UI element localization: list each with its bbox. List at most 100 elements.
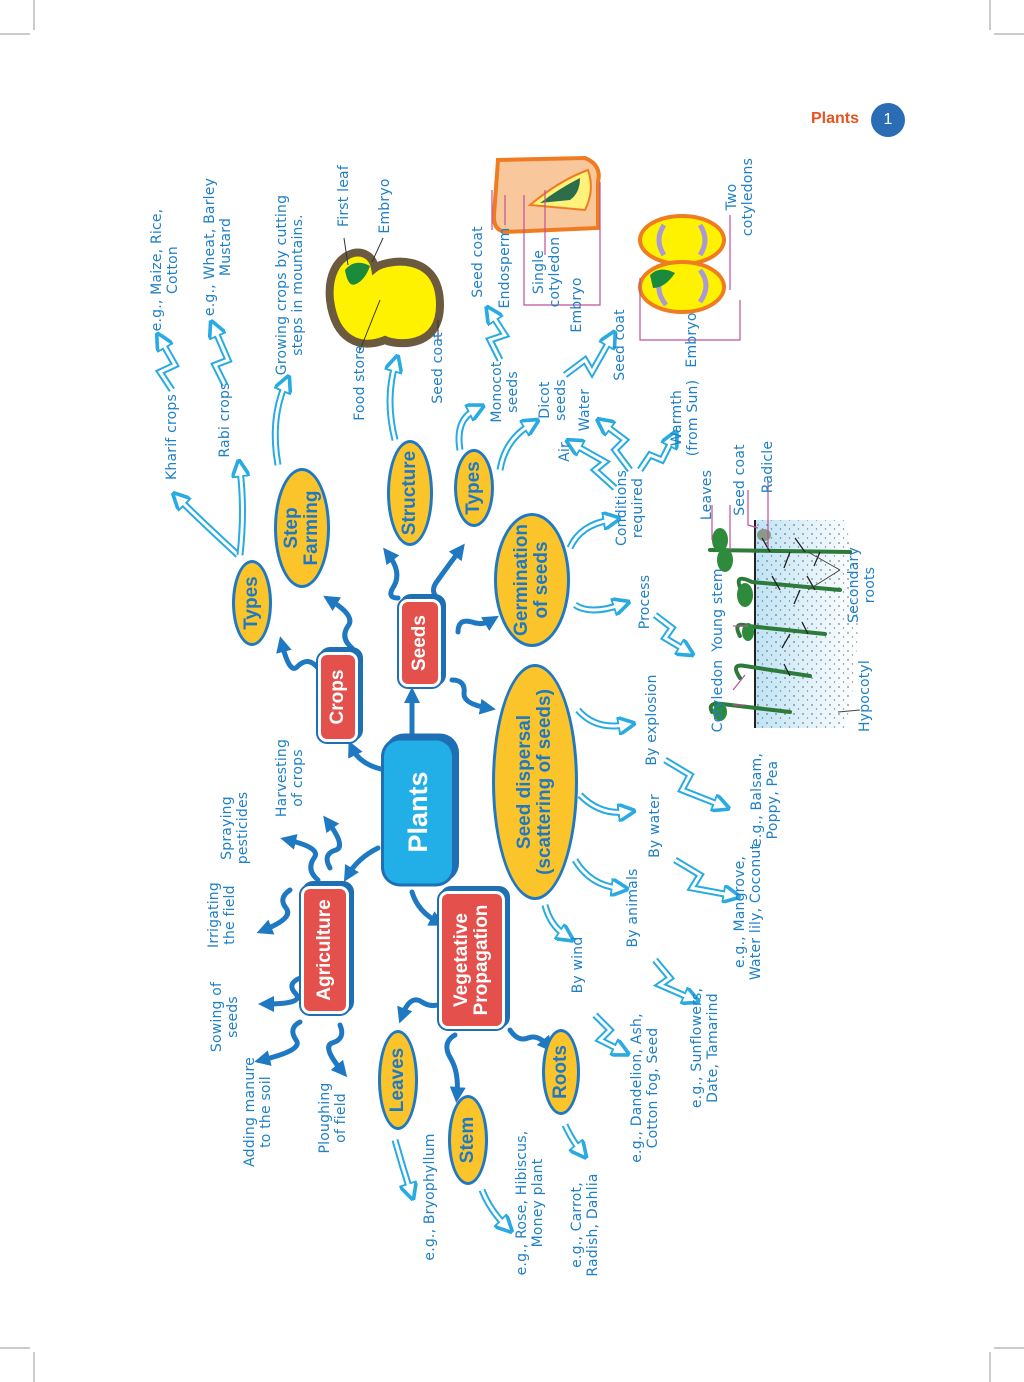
curly-arrow xyxy=(256,887,293,935)
monocot-seed-illustration xyxy=(491,155,601,306)
hollow-arrow xyxy=(393,1139,412,1191)
node-structure: Structure xyxy=(387,440,433,546)
hollow-arrow xyxy=(574,603,621,612)
hollow-arrow xyxy=(568,518,611,549)
label-water-examples: e.g., Mangrove, Water lily, Coconut xyxy=(731,843,764,981)
label-first-leaf: First leaf xyxy=(335,165,352,227)
hollow-arrow xyxy=(566,520,610,550)
label-harvesting: Harvesting of crops xyxy=(273,738,306,818)
label-hypocotyl: Hypocotyl xyxy=(856,660,873,732)
connector-arrows xyxy=(254,543,554,1103)
label-leaves-examples: e.g., Bryophyllum xyxy=(421,1133,438,1261)
label-food-store: Food store xyxy=(351,345,368,421)
hollow-arrow xyxy=(212,329,230,386)
hollow-arrow xyxy=(574,443,617,490)
label-dicot-seed-coat: Seed coat xyxy=(429,332,446,404)
curly-arrow xyxy=(323,595,355,651)
node-seed-dispersal: Seed dispersal (scattering of seeds) xyxy=(492,664,578,900)
label-step-farming-desc: Growing crops by cutting steps in mounta… xyxy=(273,194,306,376)
label-roots-examples: e.g., Carrot, Radish, Dahlia xyxy=(568,1173,601,1277)
label-rabi-examples: e.g., Wheat, Barley Mustard xyxy=(201,177,234,317)
hollow-arrow xyxy=(578,793,626,814)
label-adding-manure: Adding manure to the soil xyxy=(241,1057,274,1167)
curly-arrow xyxy=(449,677,496,715)
curly-arrow xyxy=(444,1032,466,1103)
dicot-seed-illustration xyxy=(325,237,445,351)
hollow-arrow xyxy=(571,858,618,888)
label-single-cotyledon: Single cotyledon xyxy=(530,236,563,308)
hollow-arrow xyxy=(457,408,476,451)
node-agriculture: Agriculture xyxy=(301,886,349,1014)
hollow-arrow xyxy=(273,384,287,466)
curly-arrow xyxy=(409,889,446,926)
curly-arrow xyxy=(383,547,401,601)
label-endosperm: Endosperm xyxy=(496,227,513,309)
label-by-explosion: By explosion xyxy=(643,674,660,766)
dicot-split-seed-illustration xyxy=(638,214,741,341)
node-crop-types: Types xyxy=(232,560,272,646)
hollow-arrows xyxy=(160,315,730,1225)
label-dicot2-seed-coat: Seed coat xyxy=(611,309,628,381)
node-roots: Roots xyxy=(542,1029,580,1115)
hollow-arrow xyxy=(496,425,530,471)
label-monocot-seeds: Monocot seeds xyxy=(488,361,521,423)
label-monocot-seed-coat: Seed coat xyxy=(469,226,486,298)
label-radicle: Radicle xyxy=(759,440,776,494)
label-kharif-examples: e.g., Maize, Rice, Cotton xyxy=(148,208,181,332)
label-kharif-crops: Kharif crops xyxy=(163,394,180,480)
label-sowing: Sowing of seeds xyxy=(208,981,241,1053)
curly-arrow xyxy=(280,834,321,883)
node-seeds: Seeds xyxy=(399,599,441,687)
label-by-water: By water xyxy=(646,794,663,858)
hollow-arrow xyxy=(654,613,686,652)
hollow-arrow xyxy=(674,858,731,897)
curly-arrow xyxy=(254,1019,303,1066)
label-by-animals: By animals xyxy=(624,868,641,948)
node-germination: Germination of seeds xyxy=(494,513,570,647)
curly-arrow xyxy=(507,1027,554,1053)
page-number-badge: 1 xyxy=(871,103,905,137)
hollow-arrow xyxy=(487,314,508,361)
curly-arrow xyxy=(431,543,465,603)
hollow-arrow xyxy=(576,708,626,728)
node-seed-types: Types xyxy=(454,449,494,527)
curly-arrow xyxy=(455,615,499,635)
curly-arrow xyxy=(257,975,303,1012)
label-water: Water xyxy=(576,388,593,432)
hollow-arrow xyxy=(157,341,178,391)
hollow-arrow xyxy=(593,1013,621,1052)
hollow-arrow xyxy=(388,364,397,441)
label-air: Air xyxy=(556,442,573,462)
hollow-arrow xyxy=(498,423,531,471)
label-secondary-roots: Secondary roots xyxy=(845,547,878,623)
hollow-arrow xyxy=(663,756,720,805)
hollow-arrow xyxy=(564,339,612,377)
label-spraying: Spraying pesticides xyxy=(218,791,251,865)
chapter-title: Plants xyxy=(811,110,860,127)
label-cotyledon: Cotyledon xyxy=(709,659,726,733)
node-stem: Stem xyxy=(448,1095,488,1185)
label-dicot2-embryo: Embryo xyxy=(683,312,700,368)
hollow-arrow xyxy=(543,904,566,937)
label-two-cotyledons: Two cotyledons xyxy=(723,157,756,237)
hollow-arrow xyxy=(238,469,244,556)
curly-arrow xyxy=(348,740,388,773)
label-ploughing: Ploughing of field xyxy=(316,1082,349,1154)
node-step-farming: Step Farming xyxy=(274,468,330,588)
label-process: Process xyxy=(636,574,653,630)
label-young-stem: Young stem xyxy=(709,568,726,652)
hollow-arrow xyxy=(563,1124,582,1151)
curly-arrow xyxy=(323,815,343,871)
germination-illustration xyxy=(708,480,861,728)
hollow-arrow xyxy=(178,498,240,557)
label-germ-leaves: Leaves xyxy=(698,469,715,521)
hollow-arrow xyxy=(664,758,721,807)
node-leaves: Leaves xyxy=(378,1030,418,1130)
label-animals-examples: e.g., Sunflowers, Date, Tamarind xyxy=(688,987,721,1109)
node-plants: Plants xyxy=(384,740,452,884)
hollow-arrow xyxy=(541,904,565,935)
label-rabi-crops: Rabi crops xyxy=(216,382,233,458)
label-conditions-required: Conditions required xyxy=(613,469,646,547)
